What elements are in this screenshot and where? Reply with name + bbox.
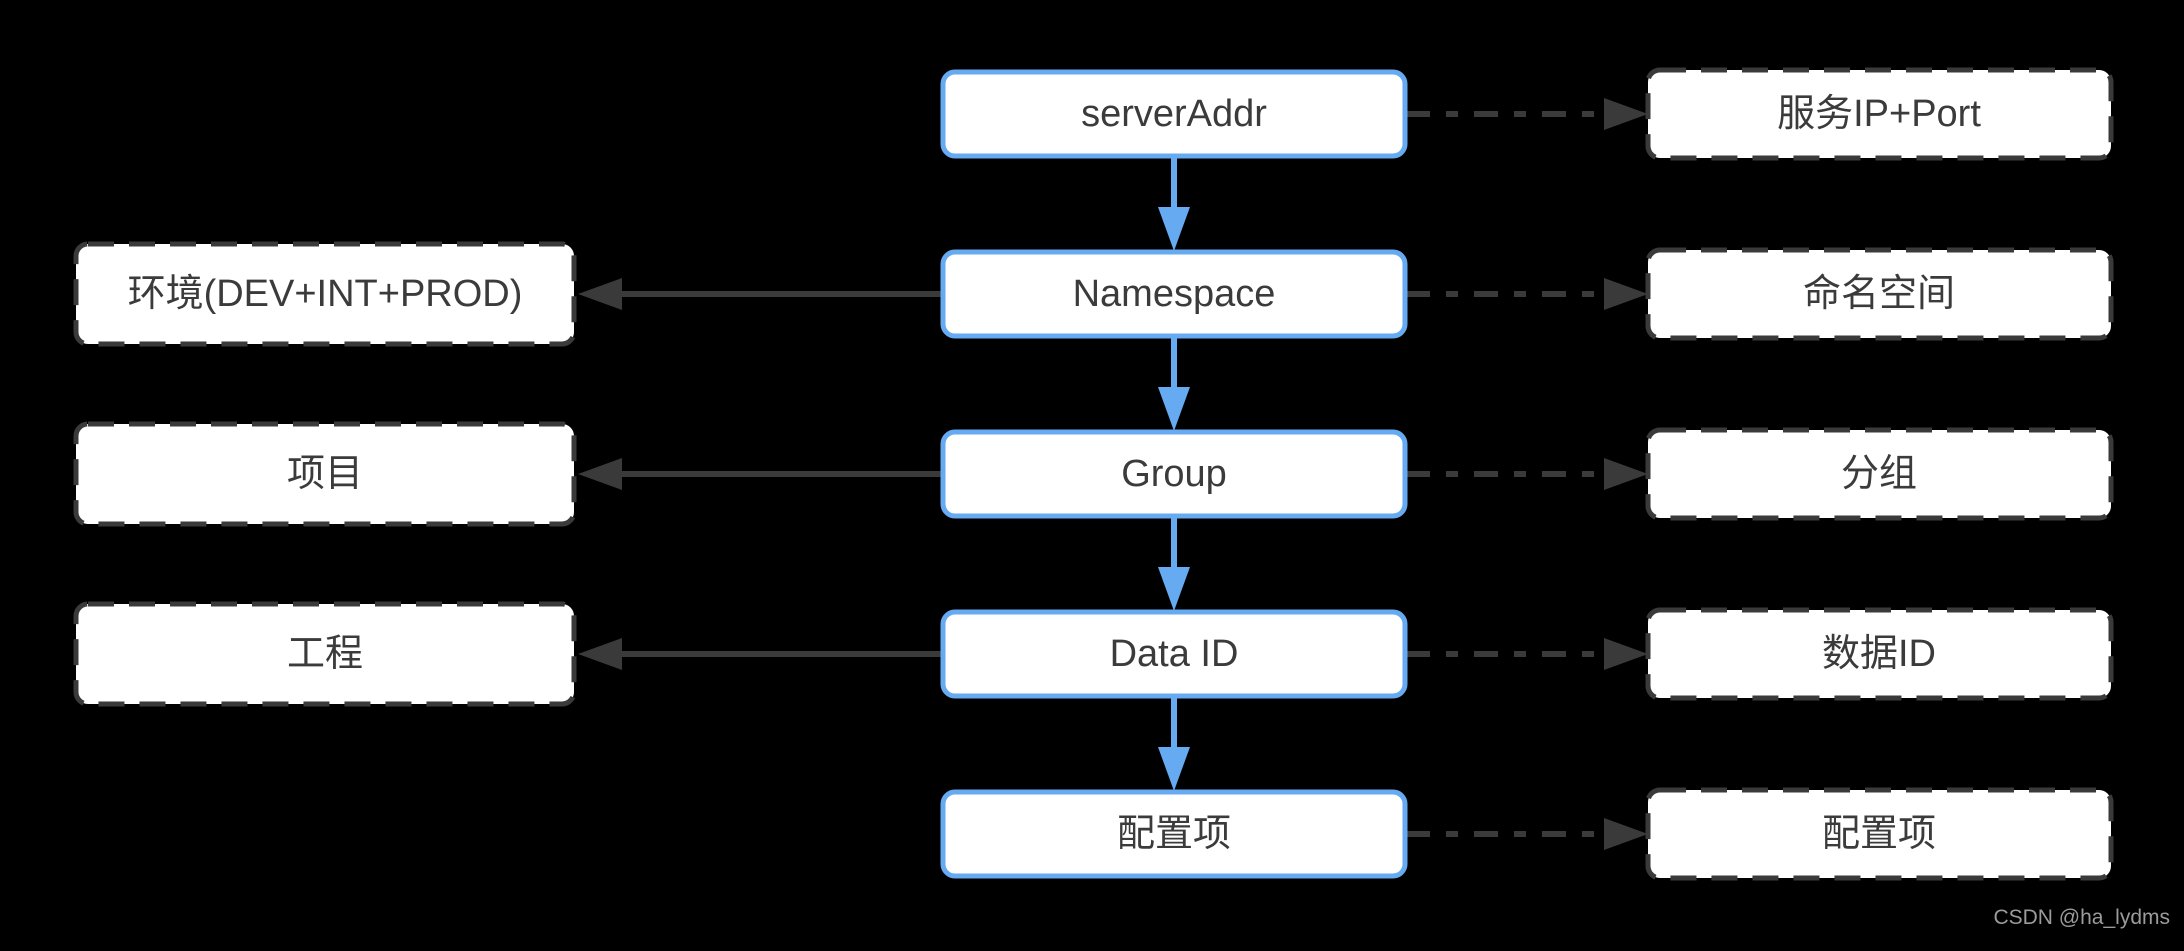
node-configitem-right-label: 配置项: [1822, 813, 1936, 855]
arrow-head: [578, 278, 622, 310]
arrow-namespace-to-group: [1158, 337, 1190, 431]
node-box: [1645, 607, 2114, 701]
node-project: 项目: [73, 421, 577, 527]
arrow-head: [578, 638, 622, 670]
arrow-head: [1158, 567, 1190, 611]
node-box: [940, 789, 1408, 879]
arrow-dataid-to-configitem: [1158, 697, 1190, 791]
arrow-dataid-to-dataid-cn: [1406, 638, 1648, 670]
arrow-group-to-project: [578, 458, 943, 490]
node-namespace: Namespace: [940, 249, 1408, 339]
arrow-head: [1158, 387, 1190, 431]
node-group: Group: [940, 429, 1408, 519]
node-dataid-label: Data ID: [1110, 633, 1239, 675]
arrow-group-to-dataid: [1158, 517, 1190, 611]
node-box: [73, 241, 577, 347]
node-group-cn: 分组: [1645, 427, 2114, 521]
arrow-head: [1604, 458, 1648, 490]
watermark: CSDN @ha_lydms: [1993, 906, 2170, 929]
node-box: [1645, 427, 2114, 521]
arrow-head: [1604, 278, 1648, 310]
node-group-label: Group: [1121, 453, 1227, 495]
node-namespace-cn-label: 命名空间: [1803, 273, 1955, 315]
node-environment-label: 环境(DEV+INT+PROD): [128, 273, 523, 315]
node-box: [940, 429, 1408, 519]
node-environment: 环境(DEV+INT+PROD): [73, 241, 577, 347]
node-configitem-right: 配置项: [1645, 787, 2114, 881]
node-box: [73, 601, 577, 707]
arrow-head: [1604, 818, 1648, 850]
node-engineering-label: 工程: [287, 633, 363, 675]
arrow-head: [1604, 638, 1648, 670]
node-dataid-cn-label: 数据ID: [1822, 633, 1936, 675]
node-dataid-cn: 数据ID: [1645, 607, 2114, 701]
arrow-head: [1604, 98, 1648, 130]
node-configitem-center-label: 配置项: [1117, 813, 1231, 855]
arrow-head: [1158, 747, 1190, 791]
arrow-head: [578, 458, 622, 490]
node-box: [940, 609, 1408, 699]
node-group-cn-label: 分组: [1841, 453, 1917, 495]
node-serveraddr: serverAddr: [940, 69, 1408, 159]
node-serveraddr-label: serverAddr: [1081, 93, 1267, 135]
node-engineering: 工程: [73, 601, 577, 707]
arrow-configitem-to-configitem-cn: [1406, 818, 1648, 850]
arrow-namespace-to-env: [578, 278, 943, 310]
node-namespace-label: Namespace: [1073, 273, 1276, 315]
node-project-label: 项目: [287, 453, 363, 495]
node-dataid: Data ID: [940, 609, 1408, 699]
arrow-serveraddr-to-namespace: [1158, 157, 1190, 251]
arrow-dataid-to-engineering: [578, 638, 943, 670]
node-configitem-center: 配置项: [940, 789, 1408, 879]
node-box: [940, 69, 1408, 159]
node-namespace-cn: 命名空间: [1645, 247, 2114, 341]
node-serviceip-port-label: 服务IP+Port: [1777, 93, 1981, 135]
node-serviceip-port: 服务IP+Port: [1645, 67, 2114, 161]
arrow-namespace-to-namespace-cn: [1406, 278, 1648, 310]
arrow-head: [1158, 207, 1190, 251]
node-box: [1645, 787, 2114, 881]
node-box: [73, 421, 577, 527]
arrow-group-to-group-cn: [1406, 458, 1648, 490]
node-box: [1645, 67, 2114, 161]
arrow-serveraddr-to-serviceip: [1406, 98, 1648, 130]
node-box: [940, 249, 1408, 339]
node-box: [1645, 247, 2114, 341]
